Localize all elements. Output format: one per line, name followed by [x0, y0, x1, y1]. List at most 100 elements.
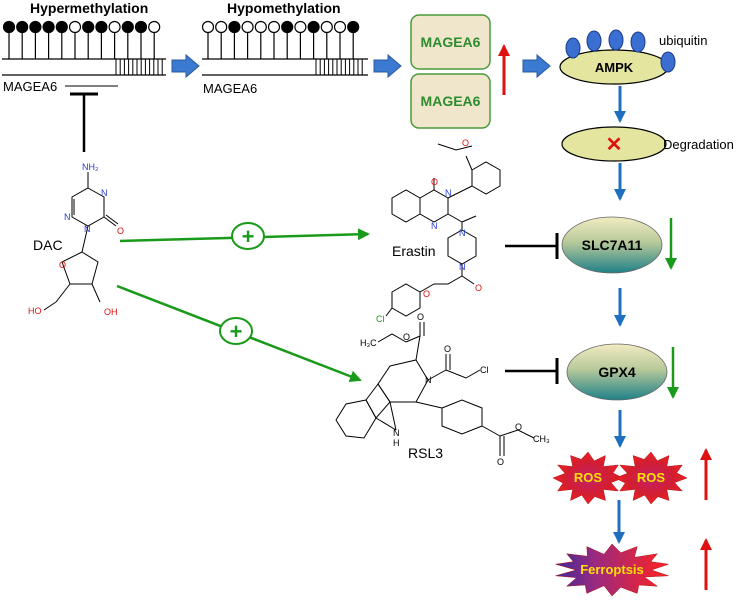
atom-label: N [425, 375, 432, 385]
ubiquitin-icon [565, 37, 581, 59]
slc7a11-label: SLC7A11 [582, 237, 643, 253]
hypo-promoter-comb [315, 59, 363, 75]
atom-label: N [101, 188, 108, 198]
atom-label: OH [104, 307, 118, 317]
unmethylated-cpg-icon [241, 20, 254, 34]
rsl3-chemical-structure [335, 322, 535, 456]
gpx4-node: GPX4 [566, 343, 668, 401]
plus-sign-2: + [230, 319, 243, 344]
atom-label: N [431, 221, 438, 231]
plus-sign-1: + [242, 224, 255, 249]
atom-label: Cl [480, 365, 489, 375]
ros-label-1: ROS [574, 470, 603, 485]
hyper-promoter-comb [115, 59, 163, 75]
hypomethylation-cpg-sites [201, 20, 360, 59]
hypermethylation-cpg-sites [2, 20, 161, 59]
atom-label: O [117, 226, 124, 236]
hypermethylation-panel: Hypermethylation MAGEA6 [2, 0, 166, 94]
atom-label: H₃C [360, 338, 377, 348]
ferroptosis-label: Ferroptsis [580, 562, 644, 577]
rsl3-inhibits-gpx4 [505, 358, 559, 384]
magea6-box-top: MAGEA6 [410, 14, 491, 70]
methylated-cpg-icon [134, 20, 148, 34]
magea6-to-ampk-arrow [522, 53, 551, 79]
magea6-label-top: MAGEA6 [421, 34, 481, 50]
atom-label: O [417, 312, 424, 322]
atom-label: O [497, 457, 504, 467]
blocked-x-icon: ✕ [606, 134, 623, 156]
methylated-cpg-icon [307, 20, 320, 34]
unmethylated-cpg-icon [215, 20, 228, 34]
unmethylated-cpg-icon [68, 20, 82, 34]
unmethylated-cpg-icon [267, 20, 281, 34]
degradation-label: Degradation [663, 137, 734, 152]
hypomethylation-title: Hypomethylation [227, 0, 341, 16]
ubiquitin-icon [660, 51, 676, 73]
ampk-label: AMPK [595, 60, 634, 75]
erastin-inhibits-slc7a11 [505, 233, 559, 259]
slc7a11-node: SLC7A11 [561, 216, 663, 274]
atom-label: N [393, 428, 400, 438]
magea6-box-bottom: MAGEA6 [410, 73, 491, 129]
atom-label: N [64, 212, 71, 222]
hypermethylation-title: Hypermethylation [30, 0, 148, 16]
methylated-cpg-icon [121, 20, 134, 34]
methylated-cpg-icon [281, 20, 294, 34]
ros-label-2: ROS [637, 470, 666, 485]
dac-chemical-structure [43, 172, 119, 311]
dac-atom-labels: NH₂ N N N O O HO OH [28, 162, 124, 317]
atom-label: O [59, 260, 66, 270]
erastin-atom-labels: O O N N N N O O Cl [376, 138, 482, 324]
atom-label: NH₂ [82, 162, 99, 172]
methylated-cpg-icon [16, 20, 29, 34]
plus-icon-2: + [219, 317, 253, 345]
hypomethylation-panel: Hypomethylation MAGEA6 [201, 0, 368, 96]
erastin-chemical-structure [385, 143, 501, 317]
unmethylated-cpg-icon [201, 20, 215, 34]
degradation-ellipse [561, 126, 667, 162]
methylated-cpg-icon [42, 20, 55, 34]
ampk-complex: AMPK ubiquitin [559, 29, 707, 85]
unmethylated-cpg-icon [108, 20, 121, 34]
degradation-node: ✕ Degradation [561, 126, 734, 162]
plus-icon-1: + [231, 222, 265, 250]
ubiquitin-icon [608, 29, 624, 51]
atom-label: O [431, 177, 438, 187]
atom-label: O [462, 138, 469, 148]
atom-label: N [459, 228, 466, 238]
methylated-cpg-icon [82, 20, 95, 34]
magea6-gene-label-hyper: MAGEA6 [3, 79, 57, 94]
unmethylated-cpg-icon [320, 20, 333, 34]
atom-label: O [515, 422, 522, 432]
dac-label: DAC [33, 237, 63, 253]
unmethylated-cpg-icon [148, 20, 161, 34]
hypo-to-magea6-arrow [373, 53, 402, 79]
ferroptosis-burst: Ferroptsis [555, 543, 669, 597]
gpx4-ellipse [566, 343, 668, 401]
methylated-cpg-icon [55, 20, 68, 34]
dac-inhibits-methylation [70, 92, 98, 152]
atom-label: H [393, 438, 400, 448]
rsl3-atom-labels: O O O N N H Cl O O H₃C CH₃ [360, 312, 550, 467]
ubiquitin-molecules [565, 29, 676, 73]
atom-label: N [445, 188, 452, 198]
atom-label: CH₃ [533, 434, 550, 444]
ubiquitin-label: ubiquitin [659, 33, 707, 48]
unmethylated-cpg-icon [254, 20, 267, 34]
atom-label: O [423, 289, 430, 299]
ubiquitin-icon [586, 30, 602, 52]
ros-burst-1: ROS [552, 451, 624, 505]
ros-burst-2: ROS [614, 451, 688, 505]
methylated-cpg-icon [95, 20, 108, 34]
atom-label: O [475, 283, 482, 293]
unmethylated-cpg-icon [294, 20, 307, 34]
methylated-cpg-icon [2, 20, 16, 34]
atom-label: HO [28, 306, 42, 316]
gpx4-label: GPX4 [598, 364, 636, 380]
atom-label: O [444, 344, 451, 354]
erastin-label: Erastin [392, 243, 436, 259]
methylated-cpg-icon [29, 20, 42, 34]
methylated-cpg-icon [228, 20, 241, 34]
magea6-gene-label-hypo: MAGEA6 [203, 81, 257, 96]
